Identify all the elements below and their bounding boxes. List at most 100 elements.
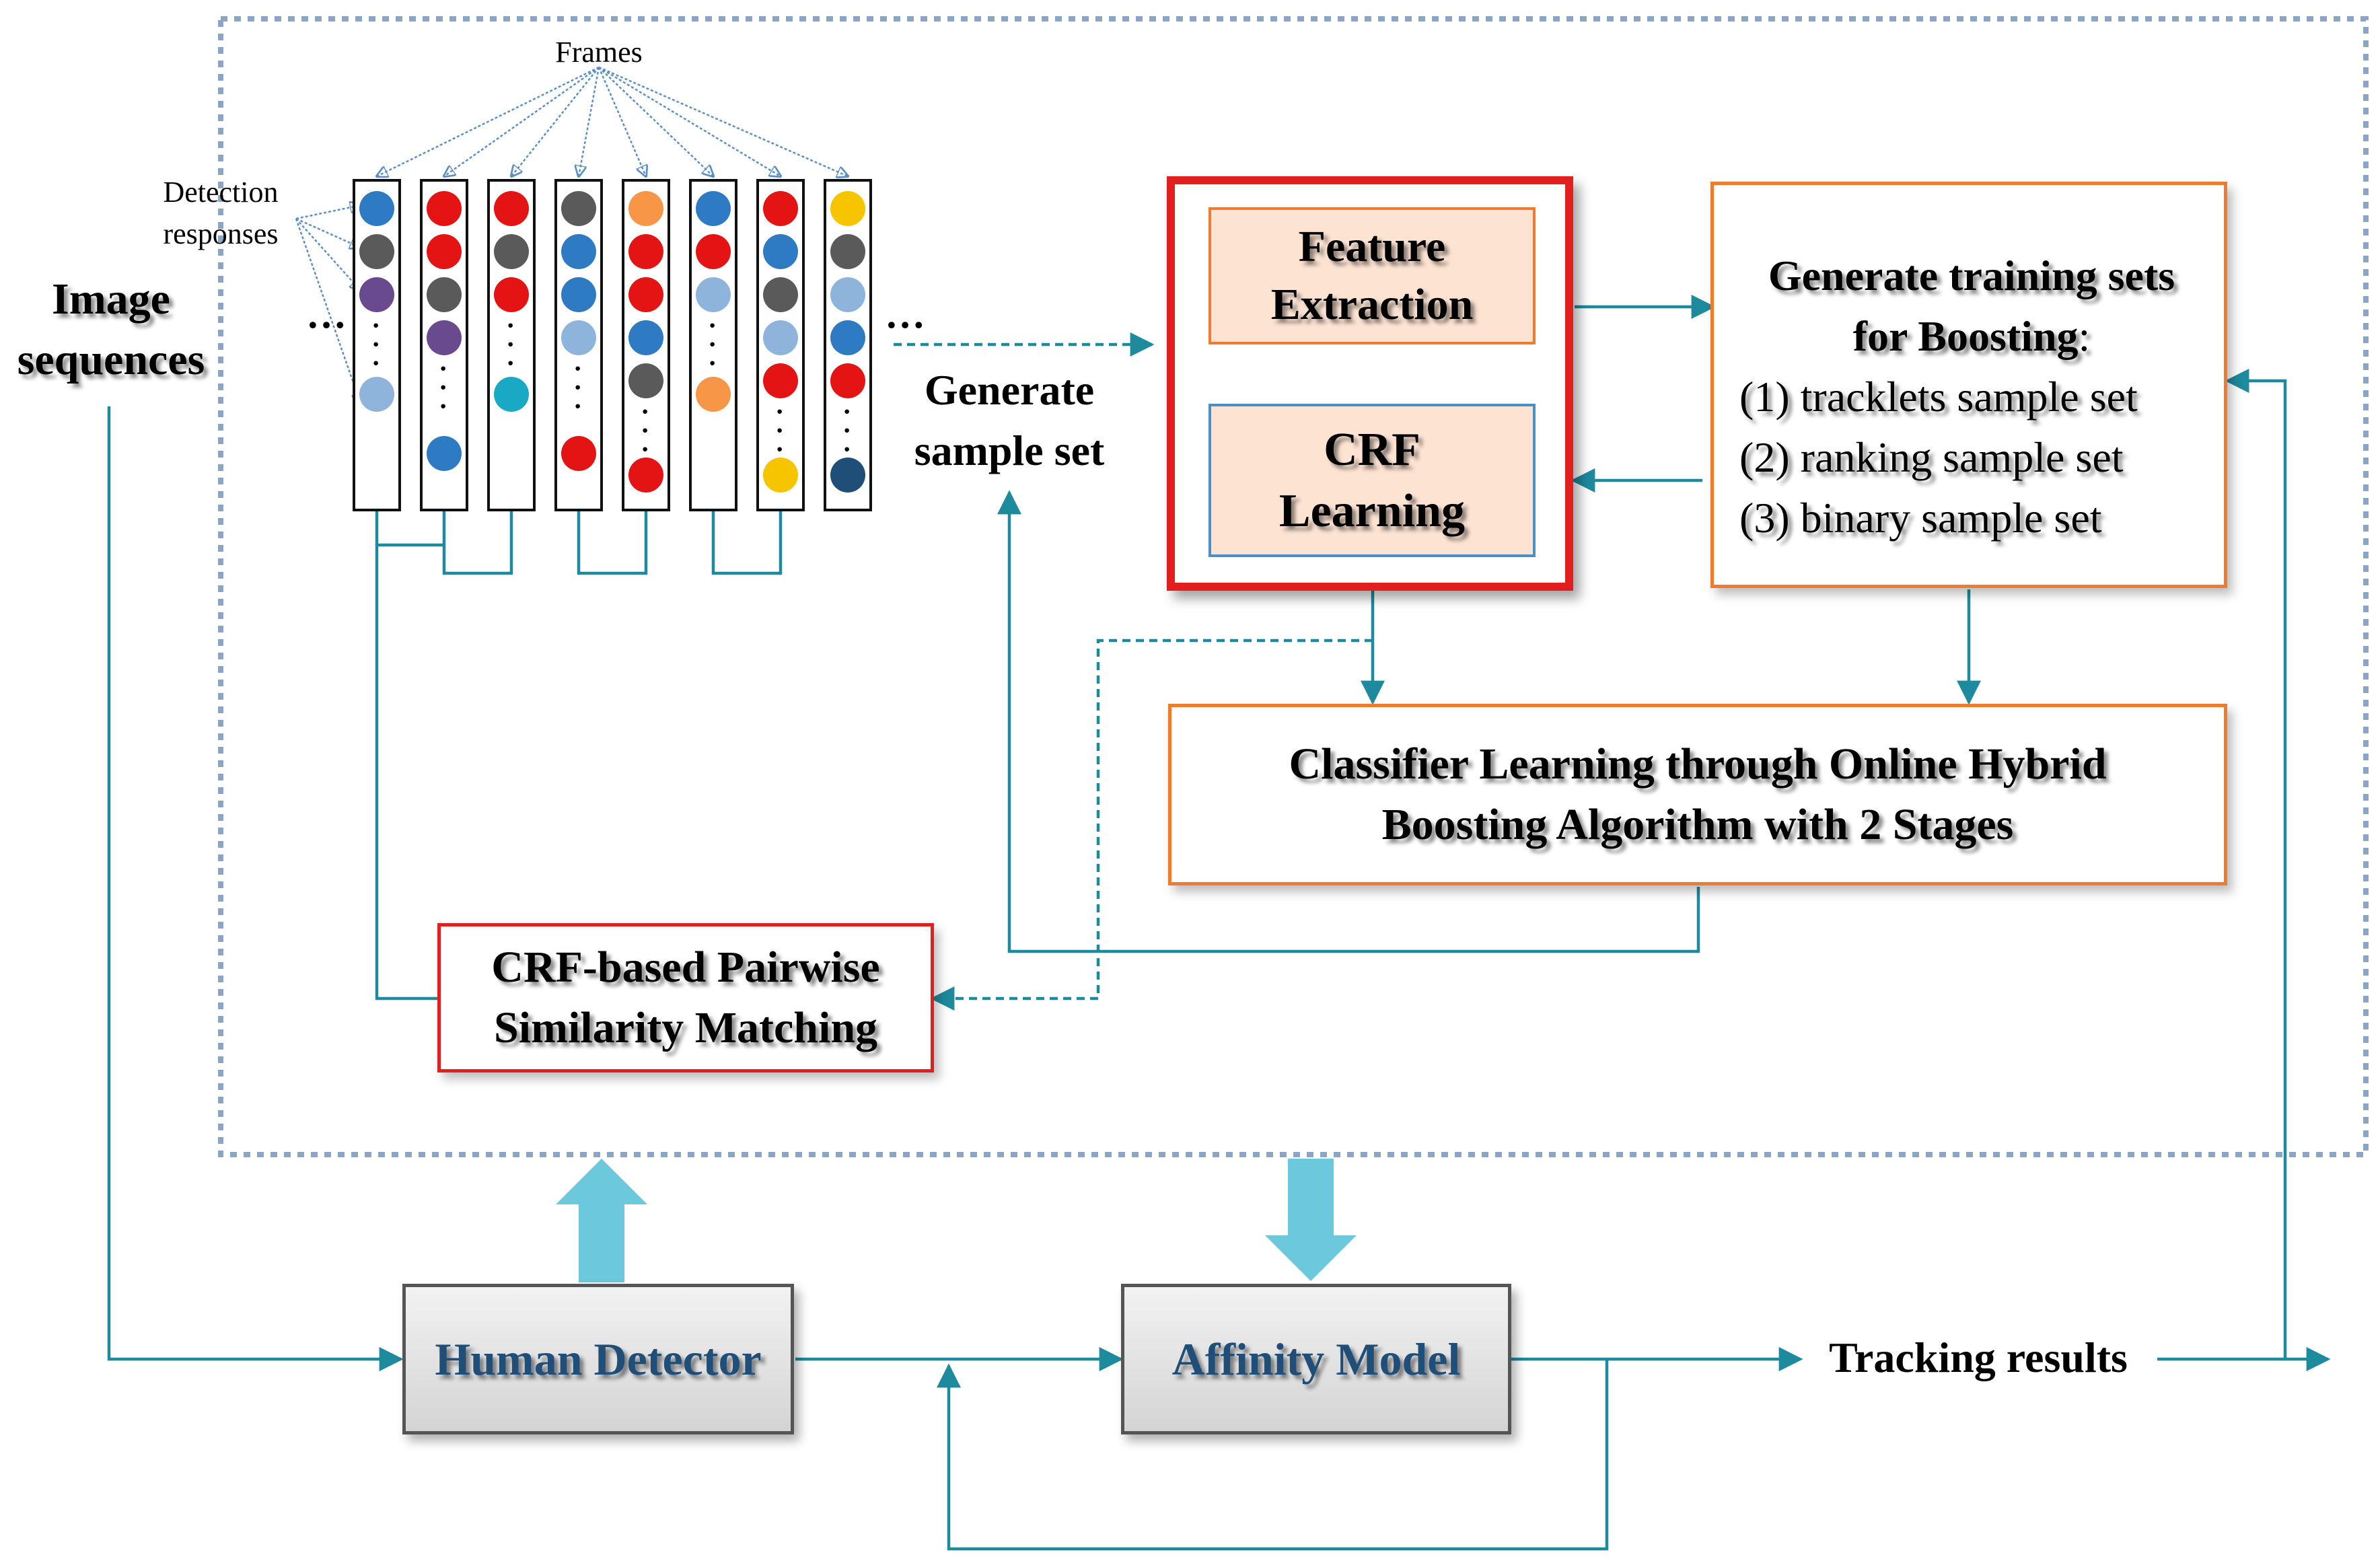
detection-dot	[763, 191, 798, 226]
image-to-detector	[107, 406, 404, 1371]
column-to-matching	[375, 543, 444, 1001]
affinity-model-label: Affinity Model	[1171, 1333, 1461, 1385]
model-down-thick-arrow	[1265, 1159, 1357, 1281]
detection-dot	[696, 277, 731, 312]
vertical-ellipsis: ···	[775, 396, 785, 464]
detection-dot	[427, 436, 462, 471]
detection-dot	[763, 234, 798, 269]
detection-dot	[494, 234, 529, 269]
system-boundary	[218, 16, 2369, 1157]
detection-dot	[561, 436, 596, 471]
classifier-line1: Classifier Learning through Online Hybri…	[1289, 739, 2107, 789]
training-item-1: (1) tracklets sample set	[1739, 373, 2138, 421]
training-title-colon: :	[2078, 312, 2091, 360]
results-feedback	[2225, 369, 2287, 1359]
left-ellipsis: …	[306, 292, 347, 336]
detection-dot	[427, 320, 462, 355]
detection-dot	[561, 234, 596, 269]
detection-dot	[763, 320, 798, 355]
tracking-results-label: Tracking results	[1829, 1334, 2128, 1381]
detection-dot	[427, 277, 462, 312]
detection-dot	[427, 234, 462, 269]
detection-dot	[628, 363, 663, 398]
detection-dot	[561, 320, 596, 355]
detection-dot	[696, 377, 731, 412]
detection-arrows	[295, 205, 361, 404]
detection-dot	[696, 191, 731, 226]
frame-column: ···	[622, 179, 670, 511]
right-ellipsis: …	[885, 292, 925, 336]
detection-dot	[628, 320, 663, 355]
training-sets-box: Generate training sets for Boosting: (1)…	[1710, 182, 2227, 588]
image-label: Image	[52, 275, 170, 324]
detection-dot	[830, 234, 865, 269]
detection-dot	[830, 277, 865, 312]
detection-dot	[628, 277, 663, 312]
vertical-ellipsis: ···	[641, 396, 650, 464]
detection-dot	[494, 377, 529, 412]
classifier-to-sampleset	[997, 490, 1700, 953]
detection-dot	[628, 234, 663, 269]
frame-column: ···	[756, 179, 805, 511]
feature-line2: Extraction	[1270, 280, 1474, 329]
sample-set-label: sample set	[914, 427, 1105, 474]
matching-line2: Similarity Matching	[493, 1003, 878, 1052]
detection-dot	[696, 234, 731, 269]
detection-dot	[763, 458, 798, 493]
detection-dot	[359, 377, 394, 412]
detector-up-thick-arrow	[556, 1159, 647, 1282]
crf-line1: CRF	[1324, 424, 1420, 476]
bracket-c	[711, 511, 783, 575]
detection-dot	[561, 191, 596, 226]
vertical-ellipsis: ···	[573, 353, 583, 421]
training-title-line2-wrap: for Boosting:	[1739, 306, 2204, 367]
bracket-b	[577, 511, 648, 575]
feature-extraction-box: Feature Extraction	[1209, 207, 1536, 344]
crf-line2: Learning	[1278, 485, 1466, 537]
sequences-label: sequences	[17, 335, 205, 384]
detection-dot	[830, 458, 865, 493]
detection-dot	[494, 277, 529, 312]
vertical-ellipsis: ···	[842, 396, 852, 464]
classifier-line2: Boosting Algorithm with 2 Stages	[1381, 800, 2014, 849]
detection-label: Detection	[163, 176, 279, 209]
frame-column: ···	[353, 179, 401, 511]
affinity-feedback	[937, 1359, 1609, 1551]
detection-dot	[359, 234, 394, 269]
vertical-ellipsis: ···	[506, 310, 515, 378]
frame-column: ···	[689, 179, 737, 511]
frame-column: ···	[824, 179, 872, 511]
pairwise-matching-box: CRF-based Pairwise Similarity Matching	[437, 923, 934, 1073]
detection-dot	[830, 320, 865, 355]
generate-label: Generate	[924, 366, 1095, 414]
frame-column: ···	[420, 179, 468, 511]
frames-label: Frames	[555, 36, 643, 69]
vertical-ellipsis: ···	[371, 310, 381, 378]
detection-dot	[359, 277, 394, 312]
human-detector-box: Human Detector	[402, 1284, 794, 1434]
detection-dot	[494, 191, 529, 226]
detection-dot	[763, 363, 798, 398]
detection-dot	[628, 458, 663, 493]
responses-label: responses	[163, 217, 279, 250]
human-detector-label: Human Detector	[435, 1333, 762, 1385]
detection-dot	[427, 191, 462, 226]
detection-dot	[830, 191, 865, 226]
training-title-line2: for Boosting	[1852, 312, 2079, 360]
training-title-line1: Generate training sets	[1768, 252, 2175, 299]
detection-dot	[830, 363, 865, 398]
affinity-model-box: Affinity Model	[1121, 1284, 1511, 1434]
detection-dot	[628, 191, 663, 226]
bracket-a	[442, 511, 513, 575]
feature-line1: Feature	[1298, 222, 1446, 272]
training-item-3: (3) binary sample set	[1739, 494, 2102, 542]
crf-learning-box: CRF Learning	[1209, 404, 1536, 557]
crf-to-matching-dashed	[930, 639, 1373, 1011]
frame-column: ···	[554, 179, 603, 511]
vertical-ellipsis: ···	[708, 310, 717, 378]
detection-dot	[359, 191, 394, 226]
vertical-ellipsis: ···	[439, 353, 448, 421]
frames-arrows	[377, 66, 848, 176]
matching-line1: CRF-based Pairwise	[491, 943, 880, 992]
